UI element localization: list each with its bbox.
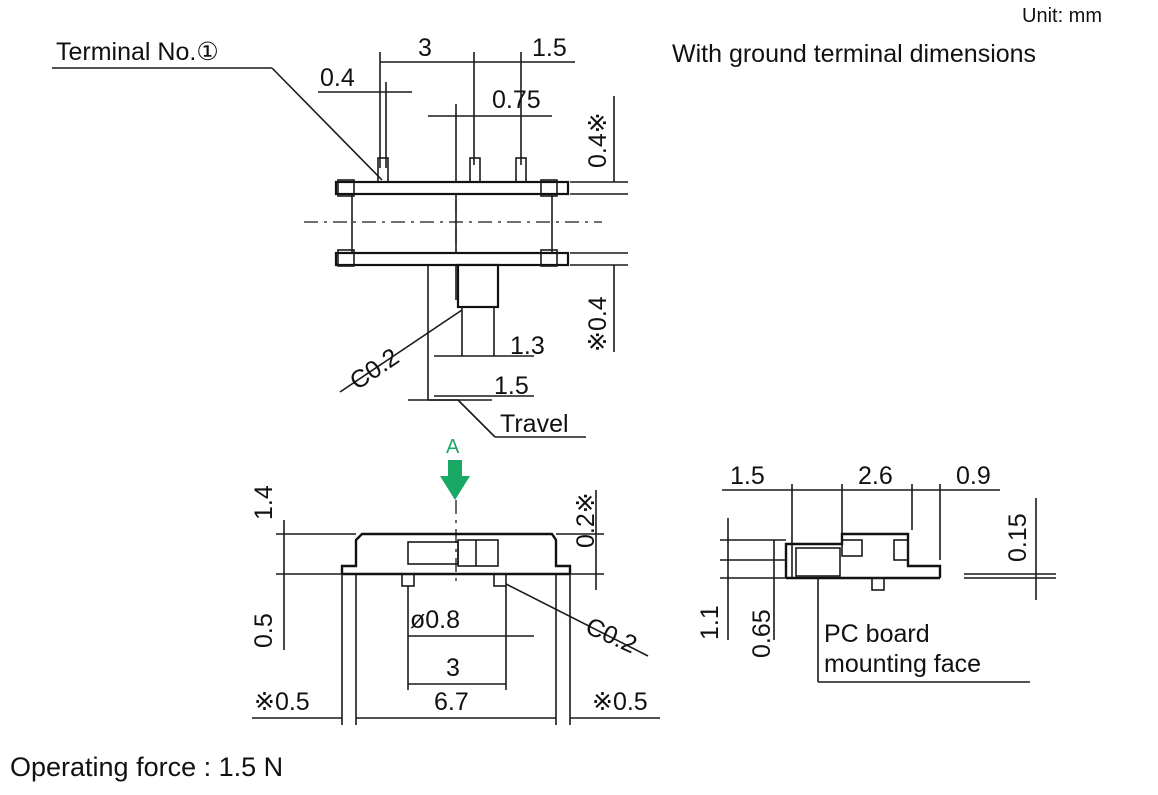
dim-0-4-terminal: 0.4 [320,64,355,92]
dim-1-5-top: 1.5 [532,34,567,62]
front-view-drawing [252,460,660,725]
unit-label: Unit: mm [1022,5,1102,27]
arrow-a-icon [440,460,470,500]
dim-0-5-left: ※0.5 [254,688,310,716]
dim-0-75: 0.75 [492,86,541,114]
terminal-number-label: Terminal No.① [56,38,219,66]
subtitle-label: With ground terminal dimensions [672,40,1037,68]
dim-0-4-right-bottom: ※0.4 [584,296,612,352]
dim-2-6: 2.6 [858,462,893,490]
dim-1-3: 1.3 [510,332,545,360]
side-view-drawing [720,484,1056,683]
dim-1-5-side: 1.5 [730,462,765,490]
mounting-face-line2: mounting face [824,650,982,678]
dim-0-65: 0.65 [748,609,776,658]
dim-0-2: 0.2※ [572,492,600,548]
dim-0-9: 0.9 [956,462,991,490]
travel-label: Travel [500,410,569,438]
dim-0-5-right: ※0.5 [592,688,648,716]
dim-1-5-lower: 1.5 [494,372,529,400]
dim-1-4: 1.4 [250,485,278,520]
operating-force-label: Operating force : 1.5 N [10,752,284,782]
top-view-drawing [52,52,628,438]
dim-1-1: 1.1 [696,605,724,640]
arrow-a-label: A [446,436,460,458]
dim-0-5-vertical: 0.5 [250,613,278,648]
mounting-face-line1: PC board [824,620,930,648]
dim-6-7: 6.7 [434,688,469,716]
dim-3-front: 3 [446,654,460,682]
dim-0-4-right-top: 0.4※ [584,112,612,168]
diameter-label: ø0.8 [410,606,461,634]
dim-0-15: 0.15 [1004,513,1032,562]
dim-3-top: 3 [418,34,432,62]
